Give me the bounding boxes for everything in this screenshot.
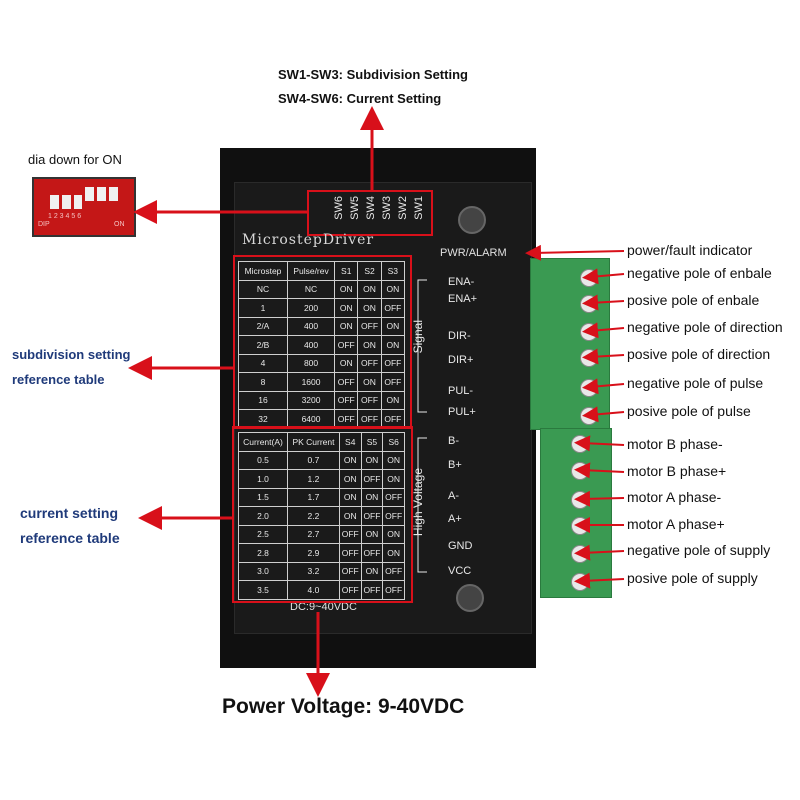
terminal-description-label: posive pole of enbale xyxy=(627,292,760,308)
arrow-to-terminal xyxy=(582,378,625,395)
brand-label: MicrostepDriver xyxy=(242,232,375,248)
screw-icon xyxy=(456,584,484,612)
current-table-highlight xyxy=(232,426,413,603)
switch-highlight-box xyxy=(307,190,433,236)
dip-on-label: dia down for ON xyxy=(28,152,122,167)
subdivision-note-line1: subdivision setting xyxy=(12,347,131,362)
terminal-description-label: motor A phase+ xyxy=(627,516,725,532)
signal-terminal-block xyxy=(530,258,610,430)
terminal-description-label: motor B phase- xyxy=(627,436,723,452)
terminal-label-vcc: VCC xyxy=(448,565,472,577)
terminal-label-enaminus: ENA- xyxy=(448,276,475,288)
terminal-description-label: posive pole of pulse xyxy=(627,403,751,419)
terminal-label-bminus: B- xyxy=(448,435,459,447)
subdivision-note-line2: reference table xyxy=(12,372,105,387)
dip-text: DIP xyxy=(38,221,50,228)
terminal-label-enaplus: ENA+ xyxy=(448,293,478,305)
terminal-label-aplus: A+ xyxy=(448,513,462,525)
dip-switch-numbers: 1 2 3 4 5 6 xyxy=(48,213,82,220)
terminal-description-label: negative pole of pulse xyxy=(627,375,764,391)
power-voltage-caption: Power Voltage: 9-40VDC xyxy=(222,695,465,718)
subdivision-cell: OFF xyxy=(380,409,406,429)
current-cell: 3.5 xyxy=(237,580,289,600)
arrow-to-terminal xyxy=(574,490,625,507)
subdivision-cell: ON xyxy=(380,316,406,336)
current-note-line1: current setting xyxy=(20,505,119,521)
subdivision-cell: OFF xyxy=(380,372,406,392)
terminal-label-pulminus: PUL- xyxy=(448,385,474,397)
terminal-description-label: motor A phase- xyxy=(627,489,722,505)
terminal-description-label: motor B phase+ xyxy=(627,463,727,479)
current-note-line2: reference table xyxy=(20,530,120,546)
terminal-label-bplus: B+ xyxy=(448,459,462,471)
terminal-description-label: posive pole of supply xyxy=(627,570,758,586)
terminal-label-dirplus: DIR+ xyxy=(448,354,474,366)
terminal-label-pulplus: PUL+ xyxy=(448,406,476,418)
arrow-to-terminal xyxy=(574,462,625,479)
terminal-description-label: posive pole of direction xyxy=(627,346,771,362)
arrow-to-terminal xyxy=(574,572,625,589)
terminal-description-label: negative pole of supply xyxy=(627,542,771,558)
subdivision-cell: ON xyxy=(380,335,406,355)
terminal-description-label: negative pole of enbale xyxy=(627,265,772,281)
current-cell: OFF xyxy=(382,580,405,600)
arrow-to-terminal xyxy=(574,435,625,452)
arrow-to-terminal xyxy=(582,322,625,339)
note-subdivision-setting: SW1-SW3: Subdivision Setting xyxy=(278,67,468,82)
dip-switch-photo: 1 2 3 4 5 6 DIP ON xyxy=(32,177,136,237)
arrow-to-terminal xyxy=(582,348,625,365)
current-cell: 3.0 xyxy=(237,561,289,581)
dc-voltage-label: DC:9~40VDC xyxy=(290,601,357,613)
arrow-to-terminal xyxy=(582,406,625,423)
arrow-to-terminal xyxy=(582,294,625,311)
terminal-label-aminus: A- xyxy=(448,490,459,502)
power-terminal-block xyxy=(540,428,612,598)
arrow-to-terminal xyxy=(525,244,625,261)
current-cell: 4.0 xyxy=(287,580,340,600)
dip-on-text: ON xyxy=(114,221,125,228)
dip-switch-levers xyxy=(50,187,118,209)
pwr-alarm-label: PWR/ALARM xyxy=(440,247,507,259)
screw-icon xyxy=(458,206,486,234)
arrow-to-terminal xyxy=(574,544,625,561)
terminal-label-dirminus: DIR- xyxy=(448,330,471,342)
current-cell: OFF xyxy=(338,580,362,600)
note-current-setting: SW4-SW6: Current Setting xyxy=(278,91,442,106)
subdivision-table-highlight xyxy=(233,255,412,429)
arrow-to-terminal xyxy=(582,268,625,285)
terminal-description-label: power/fault indicator xyxy=(627,242,753,258)
terminal-description-label: negative pole of direction xyxy=(627,319,783,335)
terminal-label-gnd: GND xyxy=(448,540,473,552)
